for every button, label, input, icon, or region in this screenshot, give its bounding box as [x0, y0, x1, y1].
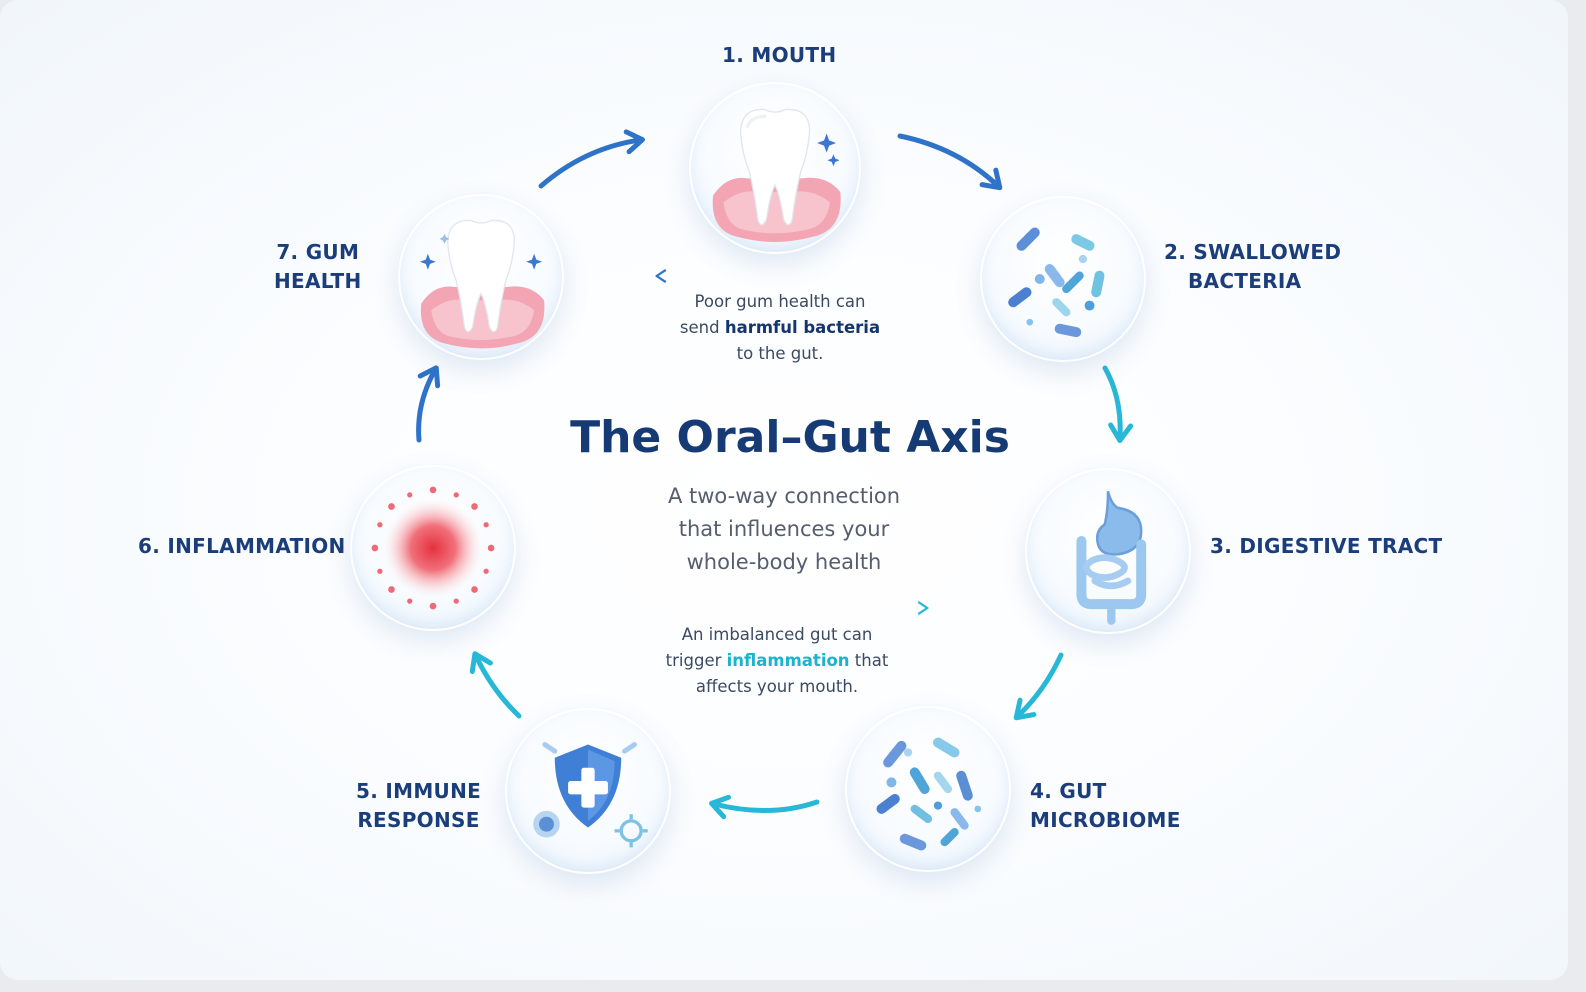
bubble-mouth [689, 82, 861, 254]
note-gut-to-mouth: An imbalanced gut can trigger inflammati… [627, 622, 927, 700]
note-bottom-line-3: affects your mouth. [695, 677, 859, 696]
note-top-line-1: Poor gum health can [694, 292, 866, 311]
step-1-label-line: 1. MOUTH [722, 43, 837, 67]
step-label-digestive-tract: 3. DIGESTIVE TRACT [1210, 532, 1442, 561]
note-mouth-to-gut: Poor gum health can send harmful bacteri… [630, 289, 930, 367]
arrow-bacteria-to-digestive [1102, 365, 1134, 443]
arrow-digestive-to-microbiome [1013, 652, 1064, 721]
bubble-digestive-tract [1025, 468, 1191, 634]
note-bottom-line-1: An imbalanced gut can [681, 625, 873, 644]
step-4-label-line-1: 4. GUT [1030, 779, 1107, 803]
cycle-arrows [416, 129, 1134, 820]
arrow-mouth-to-bacteria [897, 133, 1003, 191]
step-2-label-line-2: BACTERIA [1188, 269, 1302, 293]
step-label-immune-response: 5. IMMUNE RESPONSE [356, 777, 481, 835]
inflammation-icon [371, 486, 495, 610]
microbiome-icon [876, 737, 982, 851]
step-2-label-line-1: 2. SWALLOWED [1164, 240, 1342, 264]
step-label-mouth: 1. MOUTH [722, 41, 836, 70]
bubble-gum-health [398, 194, 564, 360]
step-label-gum-health: 7. GUM HEALTH [274, 238, 362, 296]
note-top-line-3: to the gut. [736, 344, 824, 363]
highlight-inflammation: inflammation [726, 651, 850, 670]
highlight-harmful-bacteria: harmful bacteria [724, 318, 881, 337]
arrow-microbiome-to-immune [709, 794, 820, 820]
step-7-label-line-2: HEALTH [274, 269, 362, 293]
bubble-inflammation [350, 465, 516, 631]
arrow-immune-to-inflammation [469, 651, 522, 719]
step-4-label-line-2: MICROBIOME [1030, 808, 1181, 832]
bacteria-icon [1008, 227, 1105, 338]
diagram-title: The Oral–Gut Axis [570, 412, 1010, 463]
subtitle-line-1: A two-way connection [667, 484, 901, 508]
virus-icon [614, 814, 648, 848]
subtitle-line-2: that influences your [678, 517, 890, 541]
bubble-gut-microbiome [845, 706, 1011, 872]
note-bottom-line-2: trigger inflammation that [665, 651, 889, 670]
arrow-inflammation-to-gum [416, 365, 441, 443]
tooth-gum-icon [712, 108, 841, 242]
subtitle-line-3: whole-body health [686, 550, 882, 574]
step-3-label-line: 3. DIGESTIVE TRACT [1210, 534, 1443, 558]
step-5-label-line-2: RESPONSE [357, 808, 480, 832]
step-label-gut-microbiome: 4. GUT MICROBIOME [1030, 777, 1181, 835]
stomach-intestine-icon [1076, 490, 1147, 625]
step-7-label-line-1: 7. GUM [276, 240, 360, 264]
tooth-gum-icon [419, 219, 545, 349]
diagram-subtitle: A two-way connection that influences you… [584, 480, 984, 579]
step-5-label-line-1: 5. IMMUNE [356, 779, 482, 803]
note-top-line-2: send harmful bacteria [679, 318, 881, 337]
step-label-swallowed-bacteria: 2. SWALLOWED BACTERIA [1164, 238, 1341, 296]
bubble-immune-response [505, 708, 671, 874]
diagram-card: 1. MOUTH 2. SWALLOWED BACTERIA 3. DIGEST… [0, 0, 1568, 980]
arrow-gum-to-mouth [538, 129, 645, 189]
step-6-label-line: 6. INFLAMMATION [138, 534, 346, 558]
step-label-inflammation: 6. INFLAMMATION [138, 532, 346, 561]
shield-cross-icon [533, 742, 648, 848]
bubble-swallowed-bacteria [980, 196, 1146, 362]
